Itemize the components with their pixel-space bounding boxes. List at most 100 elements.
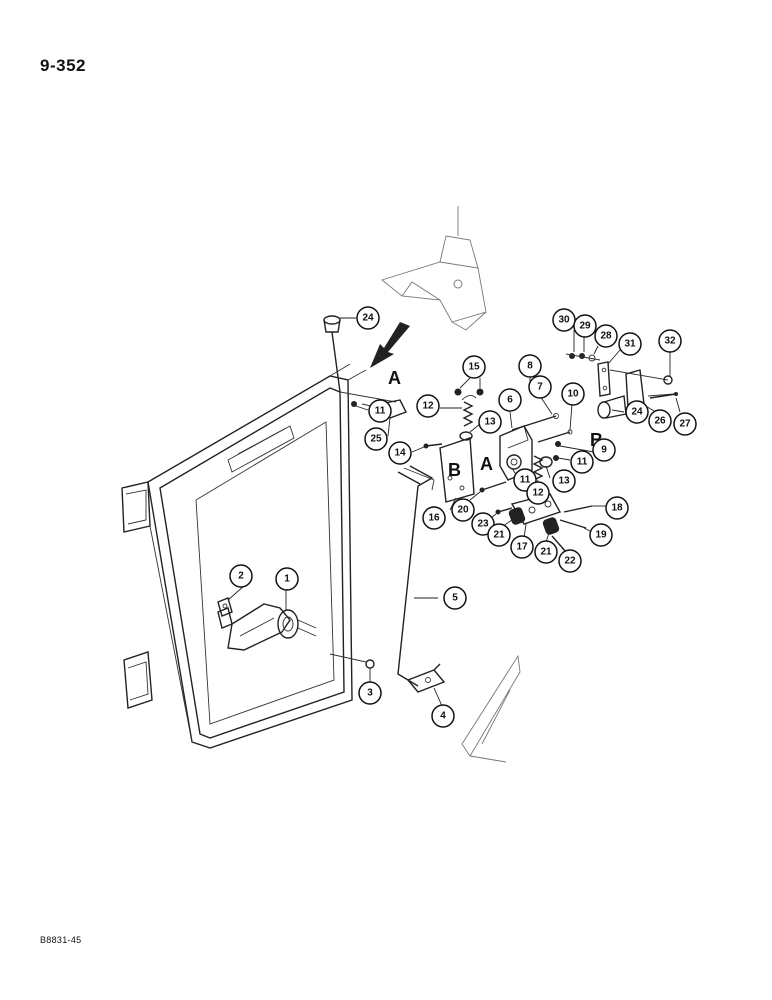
svg-text:2: 2 <box>238 571 244 582</box>
nuts-15 <box>454 388 484 396</box>
upper-mount-bracket <box>381 206 487 331</box>
svg-text:7: 7 <box>537 382 543 393</box>
page-number: 9-352 <box>40 56 86 75</box>
svg-text:14: 14 <box>394 448 406 459</box>
callout-1: 1 <box>275 567 299 591</box>
svg-text:29: 29 <box>579 321 591 332</box>
svg-text:13: 13 <box>558 476 570 487</box>
lock-2 <box>217 597 233 629</box>
washer-13-upper <box>459 431 473 441</box>
svg-text:18: 18 <box>611 503 623 514</box>
svg-text:31: 31 <box>624 339 636 350</box>
spring-12-upper <box>461 395 477 427</box>
callout-25: 25 <box>364 427 388 451</box>
svg-text:24: 24 <box>362 313 374 324</box>
callout-14: 14 <box>388 441 412 465</box>
latch-plate-16: B <box>439 437 475 503</box>
direction-arrow <box>370 322 410 368</box>
callout-21-left: 21 <box>487 523 511 547</box>
svg-text:5: 5 <box>452 593 458 604</box>
callout-28: 28 <box>594 324 618 348</box>
callout-23: 23 <box>471 512 495 536</box>
callout-29: 29 <box>573 314 597 338</box>
callout-6: 6 <box>498 388 522 412</box>
callout-15: 15 <box>462 355 486 379</box>
detail-letter-b-left: B <box>448 460 461 480</box>
callout-21-right: 21 <box>534 540 558 564</box>
callout-8: 8 <box>518 354 542 378</box>
svg-text:8: 8 <box>527 361 533 372</box>
callout-9: 9 <box>592 438 616 462</box>
pin-10 <box>537 429 573 443</box>
door-frame <box>121 363 367 749</box>
callout-3: 3 <box>358 681 382 705</box>
svg-text:19: 19 <box>595 530 607 541</box>
svg-text:12: 12 <box>422 401 434 412</box>
nut-9 <box>553 441 561 461</box>
callout-16: 16 <box>422 506 446 530</box>
svg-text:28: 28 <box>600 331 612 342</box>
svg-text:16: 16 <box>428 513 440 524</box>
svg-text:15: 15 <box>468 362 480 373</box>
svg-text:13: 13 <box>484 417 496 428</box>
callout-30: 30 <box>552 308 576 332</box>
callout-11-right: 11 <box>570 450 594 474</box>
svg-text:9: 9 <box>601 445 607 456</box>
svg-text:22: 22 <box>564 556 576 567</box>
figure-code: B8831-45 <box>40 935 82 945</box>
callout-32: 32 <box>658 329 682 353</box>
nut-32 <box>663 375 673 385</box>
svg-text:3: 3 <box>367 688 373 699</box>
actuator-rod-5 <box>397 465 435 687</box>
svg-text:32: 32 <box>664 336 676 347</box>
callout-17: 17 <box>510 535 534 559</box>
svg-text:26: 26 <box>654 416 666 427</box>
svg-text:12: 12 <box>532 488 544 499</box>
svg-text:25: 25 <box>370 434 382 445</box>
callout-19: 19 <box>589 523 613 547</box>
callout-11-left: 11 <box>368 399 392 423</box>
plate-31 <box>597 361 611 397</box>
callout-22: 22 <box>558 549 582 573</box>
callout-12-upper: 12 <box>416 394 440 418</box>
roller-21-left <box>508 507 526 525</box>
svg-text:6: 6 <box>507 395 513 406</box>
detail-letter-a-right: A <box>480 454 493 474</box>
bolt-20 <box>479 481 507 493</box>
nuts-30-29-28 <box>565 353 601 362</box>
striker-pin-24 <box>597 395 627 419</box>
bolt-27 <box>649 392 678 399</box>
bolt-18 <box>563 505 593 513</box>
callout-2: 2 <box>229 564 253 588</box>
bolt-23 <box>495 507 513 515</box>
callout-5: 5 <box>443 586 467 610</box>
svg-text:17: 17 <box>516 542 528 553</box>
latch-assembly-6: A <box>480 425 533 481</box>
callout-27: 27 <box>673 412 697 436</box>
bolt-14 <box>423 443 443 449</box>
callout-26: 26 <box>648 409 672 433</box>
svg-text:27: 27 <box>679 419 691 430</box>
svg-text:1: 1 <box>284 574 290 585</box>
callout-20: 20 <box>451 498 475 522</box>
callout-4: 4 <box>431 704 455 728</box>
callout-7: 7 <box>528 375 552 399</box>
svg-text:21: 21 <box>493 530 505 541</box>
knob-pin-24 <box>323 315 397 403</box>
svg-text:11: 11 <box>520 475 531 486</box>
svg-text:30: 30 <box>558 315 570 326</box>
callout-10: 10 <box>561 382 585 406</box>
svg-text:11: 11 <box>375 406 386 417</box>
spring-12-lower <box>532 455 544 481</box>
callout-13-lower: 13 <box>552 469 576 493</box>
svg-text:4: 4 <box>440 711 446 722</box>
svg-text:24: 24 <box>631 407 643 418</box>
svg-text:21: 21 <box>540 547 552 558</box>
svg-text:10: 10 <box>567 389 579 400</box>
callout-24-upper: 24 <box>356 306 380 330</box>
callout-31: 31 <box>618 332 642 356</box>
svg-text:23: 23 <box>477 519 489 530</box>
roller-21-right <box>542 517 560 535</box>
bolt-19 <box>559 519 587 529</box>
